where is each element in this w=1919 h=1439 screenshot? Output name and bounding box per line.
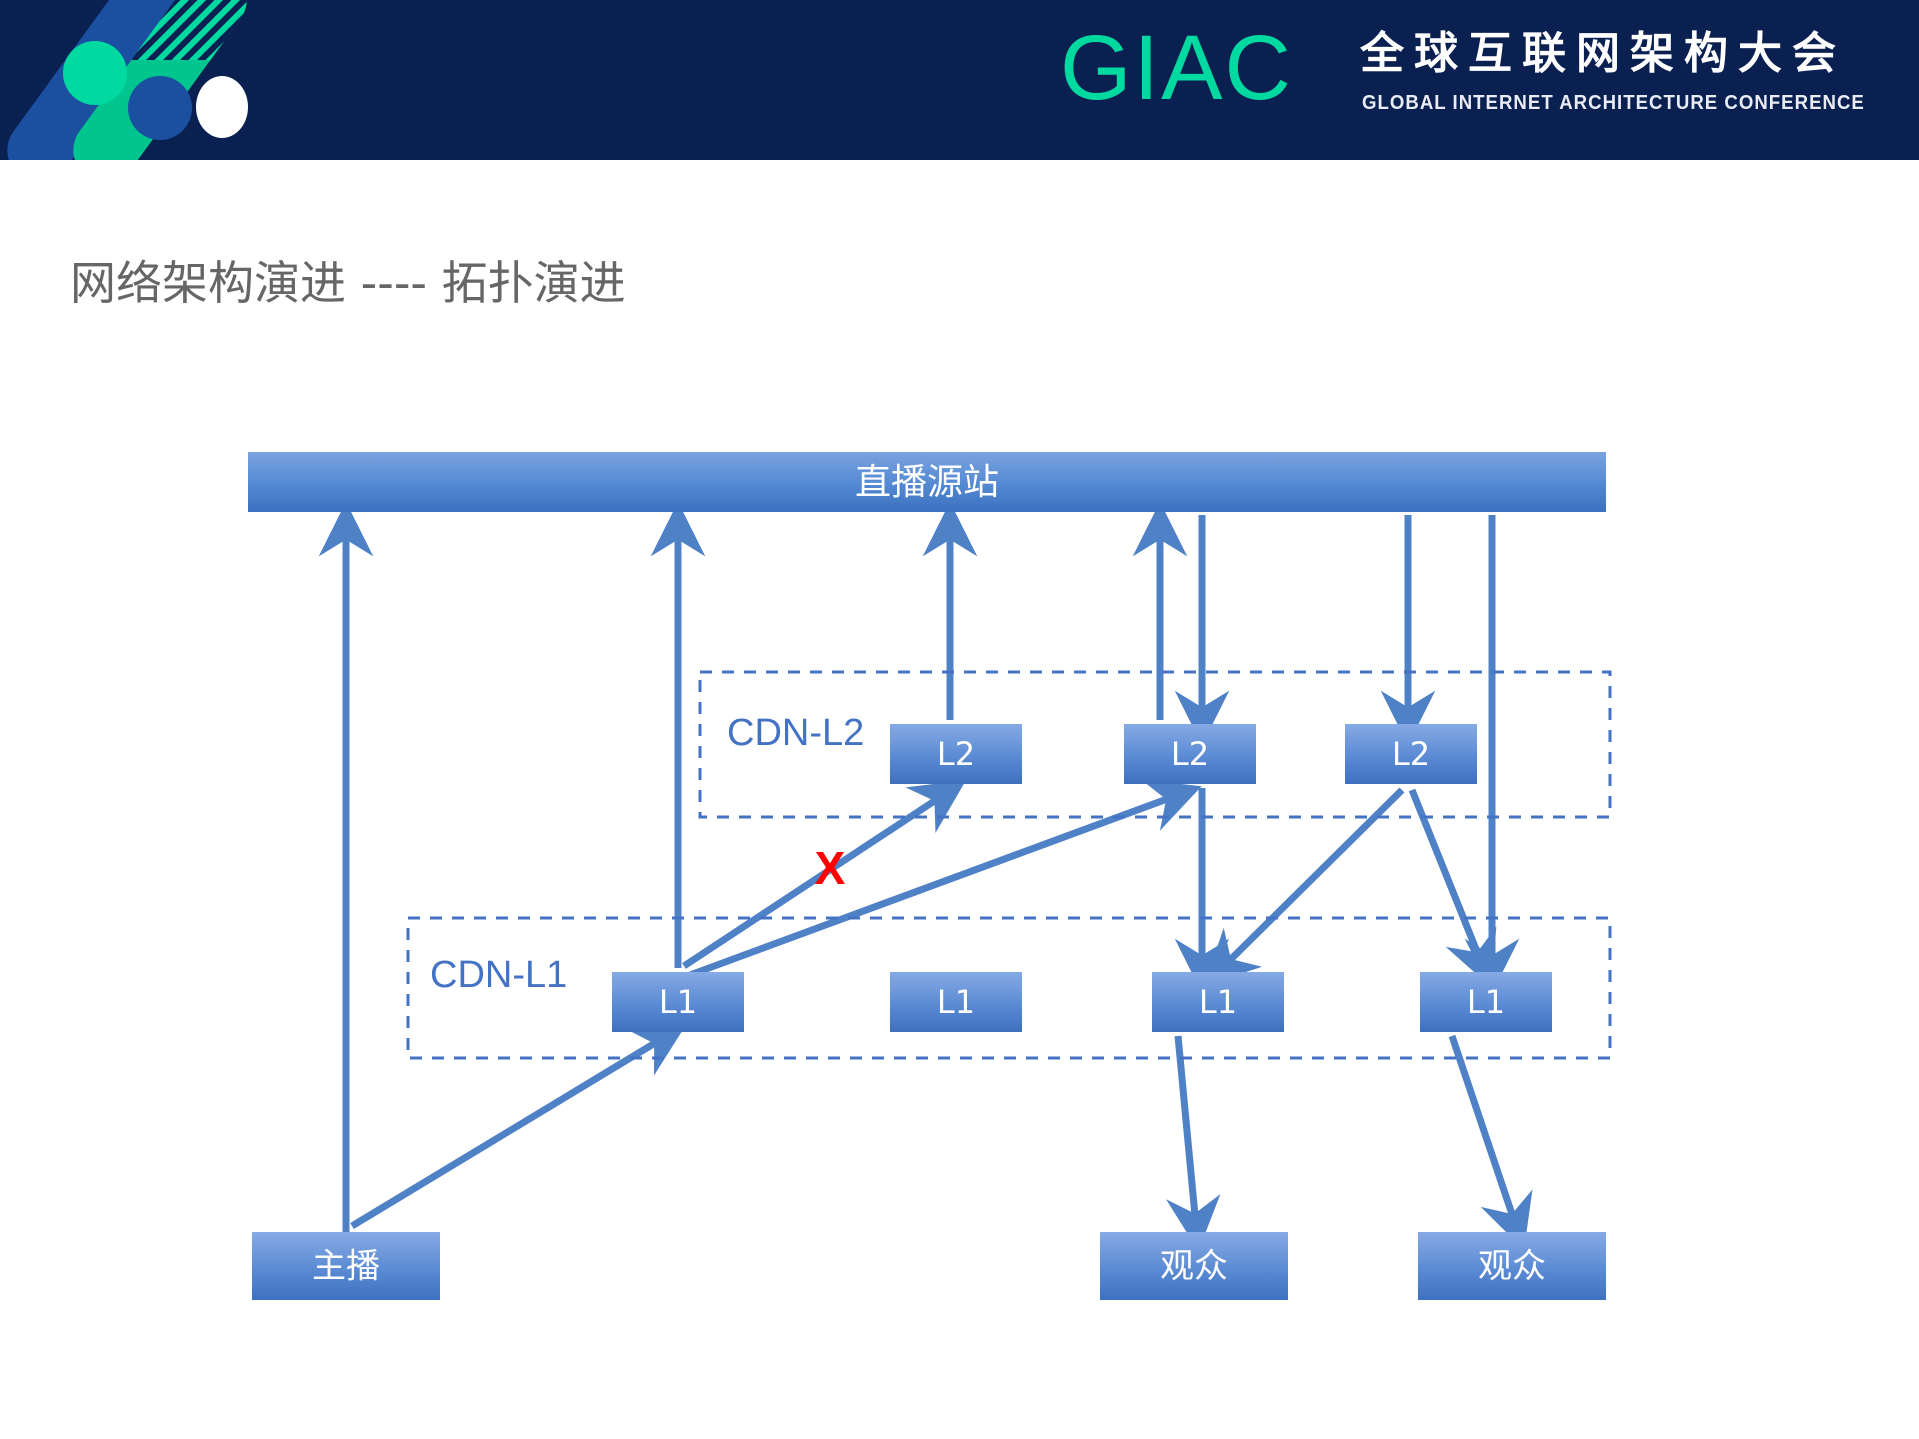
l1-node-2-label: L1 xyxy=(937,983,975,1021)
giac-english-name: GLOBAL INTERNET ARCHITECTURE CONFERENCE xyxy=(1362,92,1865,114)
arrow-l2-third-to-l1-fourth xyxy=(1408,788,1497,988)
l1-node-3-label: L1 xyxy=(1199,983,1237,1021)
l2-node-2-label: L2 xyxy=(1171,735,1209,773)
giac-wordmark: GIAC xyxy=(1060,17,1293,119)
l1-node-2[interactable]: L1 xyxy=(890,972,1022,1032)
l2-node-3-label: L2 xyxy=(1392,735,1430,773)
viewer-node-2[interactable]: 观众 xyxy=(1418,1232,1606,1300)
giac-logo-mark-icon xyxy=(7,0,260,160)
blocked-path-x-icon: X xyxy=(815,842,846,894)
arrow-l1-third-to-viewer-first xyxy=(1166,1035,1221,1252)
giac-chinese-name: 全球互联网架构大会 xyxy=(1360,28,1846,79)
l1-node-4-label: L1 xyxy=(1467,983,1505,1021)
l1-node-4[interactable]: L1 xyxy=(1420,972,1552,1032)
l1-node-1-label: L1 xyxy=(659,983,697,1021)
page-title: 网络架构演进 ---- 拓扑演进 xyxy=(70,256,626,310)
connection-arrows xyxy=(318,501,1533,1252)
arrow-l1-first-to-l2-first xyxy=(682,780,967,969)
broadcaster-node[interactable]: 主播 xyxy=(252,1232,440,1300)
l2-node-1-label: L2 xyxy=(937,735,975,773)
arrow-l2-third-to-l1-third xyxy=(1204,787,1405,986)
l2-node-3[interactable]: L2 xyxy=(1345,724,1477,784)
origin-node[interactable]: 直播源站 xyxy=(248,452,1606,512)
l1-node-1[interactable]: L1 xyxy=(612,972,744,1032)
arrow-l1-fourth-to-viewer-second xyxy=(1448,1034,1533,1250)
origin-node-label: 直播源站 xyxy=(855,462,999,503)
broadcaster-node-label: 主播 xyxy=(312,1247,380,1287)
giac-header-banner: GIAC 全球互联网架构大会 GLOBAL INTERNET ARCHITECT… xyxy=(0,0,1919,160)
arrow-l1-first-to-l2-second xyxy=(688,779,1202,979)
l1-node-3[interactable]: L1 xyxy=(1152,972,1284,1032)
cdn-l2-zone-label: CDN-L2 xyxy=(727,712,864,754)
viewer-node-2-label: 观众 xyxy=(1478,1247,1546,1287)
viewer-node-1-label: 观众 xyxy=(1160,1247,1228,1287)
cdn-l1-zone xyxy=(406,916,1612,1060)
cdn-zones: CDN-L2 CDN-L1 xyxy=(406,670,1612,1060)
cdn-l1-zone-label: CDN-L1 xyxy=(430,954,567,996)
arrow-broadcaster-to-l1-first xyxy=(350,1023,687,1229)
l2-node-1[interactable]: L2 xyxy=(890,724,1022,784)
l2-node-2[interactable]: L2 xyxy=(1124,724,1256,784)
viewer-node-1[interactable]: 观众 xyxy=(1100,1232,1288,1300)
